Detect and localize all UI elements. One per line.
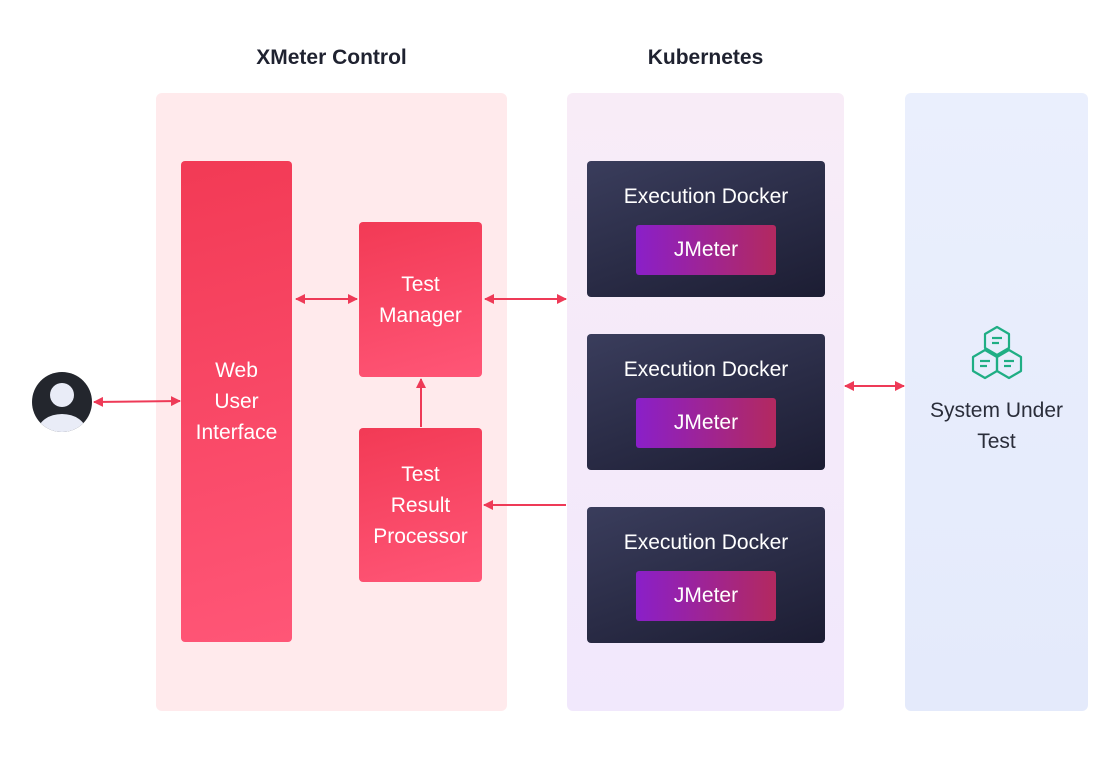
test-manager-box: Test Manager (359, 222, 482, 377)
sut-label-line2: Test (977, 430, 1016, 453)
system-under-test-panel (905, 93, 1088, 711)
web-ui-label-line3: Interface (195, 421, 278, 444)
test-result-processor-box: Test Result Processor (359, 428, 482, 582)
kubernetes-title: Kubernetes (647, 46, 764, 69)
web-ui-label-line1: Web (215, 359, 258, 382)
user-avatar-icon (31, 371, 93, 433)
web-user-interface-box: Web User Interface (181, 161, 292, 642)
arrow-user-webui (93, 396, 181, 407)
execution-docker-title: Execution Docker (623, 185, 789, 208)
trp-label-line1: Test (401, 462, 440, 486)
hexagon-cluster-icon (968, 325, 1026, 381)
xmeter-control-title: XMeter Control (256, 46, 407, 69)
execution-docker-title: Execution Docker (623, 358, 789, 381)
web-ui-label-line2: User (214, 390, 259, 413)
sut-label-line1: System Under (929, 399, 1064, 422)
test-manager-label-line1: Test (401, 272, 440, 296)
trp-label-line2: Result (390, 493, 451, 517)
execution-docker-title: Execution Docker (623, 531, 789, 554)
test-manager-label-line2: Manager (379, 303, 462, 327)
execution-docker-2: Execution Docker JMeter (587, 334, 825, 470)
execution-docker-3: Execution Docker JMeter (587, 507, 825, 643)
jmeter-badge: JMeter (636, 225, 776, 275)
execution-docker-1: Execution Docker JMeter (587, 161, 825, 297)
jmeter-badge: JMeter (636, 398, 776, 448)
system-under-test-label: System Under Test (905, 395, 1088, 457)
trp-label-line3: Processor (373, 524, 468, 548)
jmeter-badge: JMeter (636, 571, 776, 621)
